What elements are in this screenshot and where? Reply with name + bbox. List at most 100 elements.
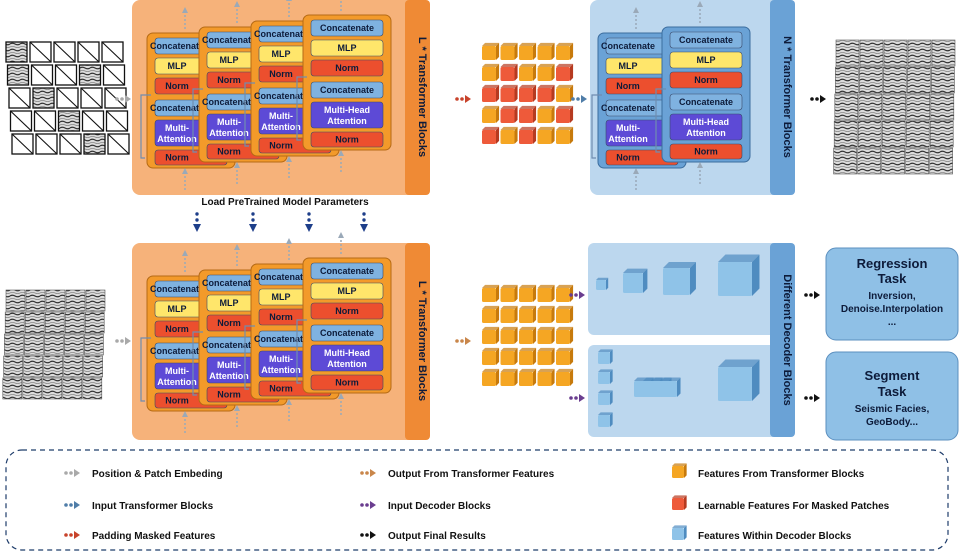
seismic-patch [24, 333, 44, 356]
input-patch [102, 64, 126, 86]
seismic-patch [3, 355, 23, 378]
feature-cube [556, 42, 574, 60]
legend-item: Input Transformer Blocks [64, 501, 214, 512]
input-patch [56, 87, 79, 109]
svg-text:Concatenate: Concatenate [254, 272, 308, 282]
feature-cube [556, 84, 574, 102]
feature-cube [519, 84, 537, 102]
svg-text:Norm: Norm [269, 312, 293, 322]
top-encoder-blocks: ConcatenateMLPNormConcatenateMulti-Atten… [140, 0, 392, 190]
input-patch [77, 41, 100, 63]
transformer-block: ConcatenateMLPNormConcatenateMulti-HeadA… [655, 1, 751, 184]
feature-cube [672, 463, 687, 478]
svg-text:Norm: Norm [165, 396, 189, 406]
seismic-patch [84, 333, 104, 356]
seismic-patch [44, 311, 65, 334]
feature-cube [482, 347, 500, 365]
svg-text:Concatenate: Concatenate [254, 91, 308, 101]
input-patch [83, 133, 106, 155]
seismic-patch [834, 93, 859, 121]
seismic-patch [4, 311, 25, 334]
seismic-patch [883, 39, 908, 67]
svg-text:Norm: Norm [616, 81, 640, 91]
feature-cube [500, 126, 518, 144]
seismic-patch [64, 311, 85, 334]
svg-text:Concatenate: Concatenate [150, 103, 204, 113]
regression-line1: Inversion, [868, 291, 915, 302]
seismic-patch [881, 147, 905, 175]
concatenate-layer: Concatenate [310, 19, 384, 37]
svg-text:Norm: Norm [269, 69, 293, 79]
svg-text:Attention: Attention [157, 377, 197, 387]
seismic-patch [905, 120, 930, 148]
seismic-patch [931, 39, 956, 67]
output-transformer-arrow [455, 337, 471, 345]
svg-text:Attention: Attention [261, 365, 301, 375]
svg-text:Multi-Head: Multi-Head [324, 348, 370, 358]
seismic-patch [929, 147, 953, 175]
feature-cube [556, 63, 574, 81]
load-arrow [305, 212, 313, 232]
svg-text:Concatenate: Concatenate [202, 340, 256, 350]
input-patch [80, 87, 103, 109]
input-patch [11, 133, 34, 155]
input-patch [30, 64, 54, 86]
feature-cube [537, 347, 555, 365]
svg-text:Multi-: Multi- [217, 360, 241, 370]
svg-text:Attention: Attention [327, 116, 367, 126]
seismic-patch [835, 39, 860, 67]
feature-cube [482, 284, 500, 302]
feature-cube [519, 63, 537, 81]
svg-text:Attention: Attention [608, 134, 648, 144]
svg-text:Concatenate: Concatenate [679, 35, 733, 45]
norm-layer: Norm [310, 59, 384, 77]
seismic-patch [64, 333, 84, 356]
svg-text:Multi-: Multi- [165, 123, 189, 133]
load-arrow [193, 212, 201, 232]
transformer-block: ConcatenateMLPNormConcatenateMulti-Atten… [591, 7, 687, 190]
svg-text:MLP: MLP [338, 43, 357, 53]
svg-text:Concatenate: Concatenate [150, 346, 204, 356]
legend-item: Position & Patch Embeding [64, 469, 223, 480]
feature-cube [519, 368, 537, 386]
padding-masked-arrow [455, 95, 471, 103]
norm-layer: Norm [669, 71, 743, 89]
svg-text:Norm: Norm [335, 378, 359, 388]
norm-layer: Norm [310, 374, 384, 391]
seismic-patch [929, 120, 954, 148]
seismic-patch [84, 311, 105, 334]
feature-cube [500, 42, 518, 60]
svg-text:Norm: Norm [269, 141, 293, 151]
feature-cube [482, 305, 500, 323]
seismic-patch [881, 120, 906, 148]
feature-cube [661, 377, 681, 397]
svg-text:Attention: Attention [686, 128, 726, 138]
top-encoder-vertical-label: L * Transformer Blocks [416, 37, 428, 157]
seismic-patch [859, 39, 884, 67]
seismic-patch [43, 355, 63, 378]
segment-line2: GeoBody... [866, 417, 918, 428]
mlp-layer: MLP [310, 282, 384, 300]
feature-cube [556, 105, 574, 123]
seismic-patch [5, 289, 26, 312]
seismic-patch [859, 66, 883, 94]
feature-cube [596, 277, 609, 290]
svg-text:Norm: Norm [165, 324, 189, 334]
svg-text:MLP: MLP [697, 55, 716, 65]
seismic-patch [857, 120, 882, 148]
feature-cube [519, 105, 537, 123]
segment-output-arrow [804, 394, 820, 402]
seismic-patch [906, 93, 931, 121]
input-patch [59, 133, 82, 155]
legend-label: Padding Masked Features [92, 531, 216, 542]
svg-text:Attention: Attention [261, 122, 301, 132]
regression-line2: Denoise.Interpolation [841, 304, 943, 315]
feature-cube [519, 347, 537, 365]
feature-cube [519, 284, 537, 302]
feature-cube [556, 305, 574, 323]
input-patch [29, 41, 52, 63]
feature-cube [537, 126, 555, 144]
